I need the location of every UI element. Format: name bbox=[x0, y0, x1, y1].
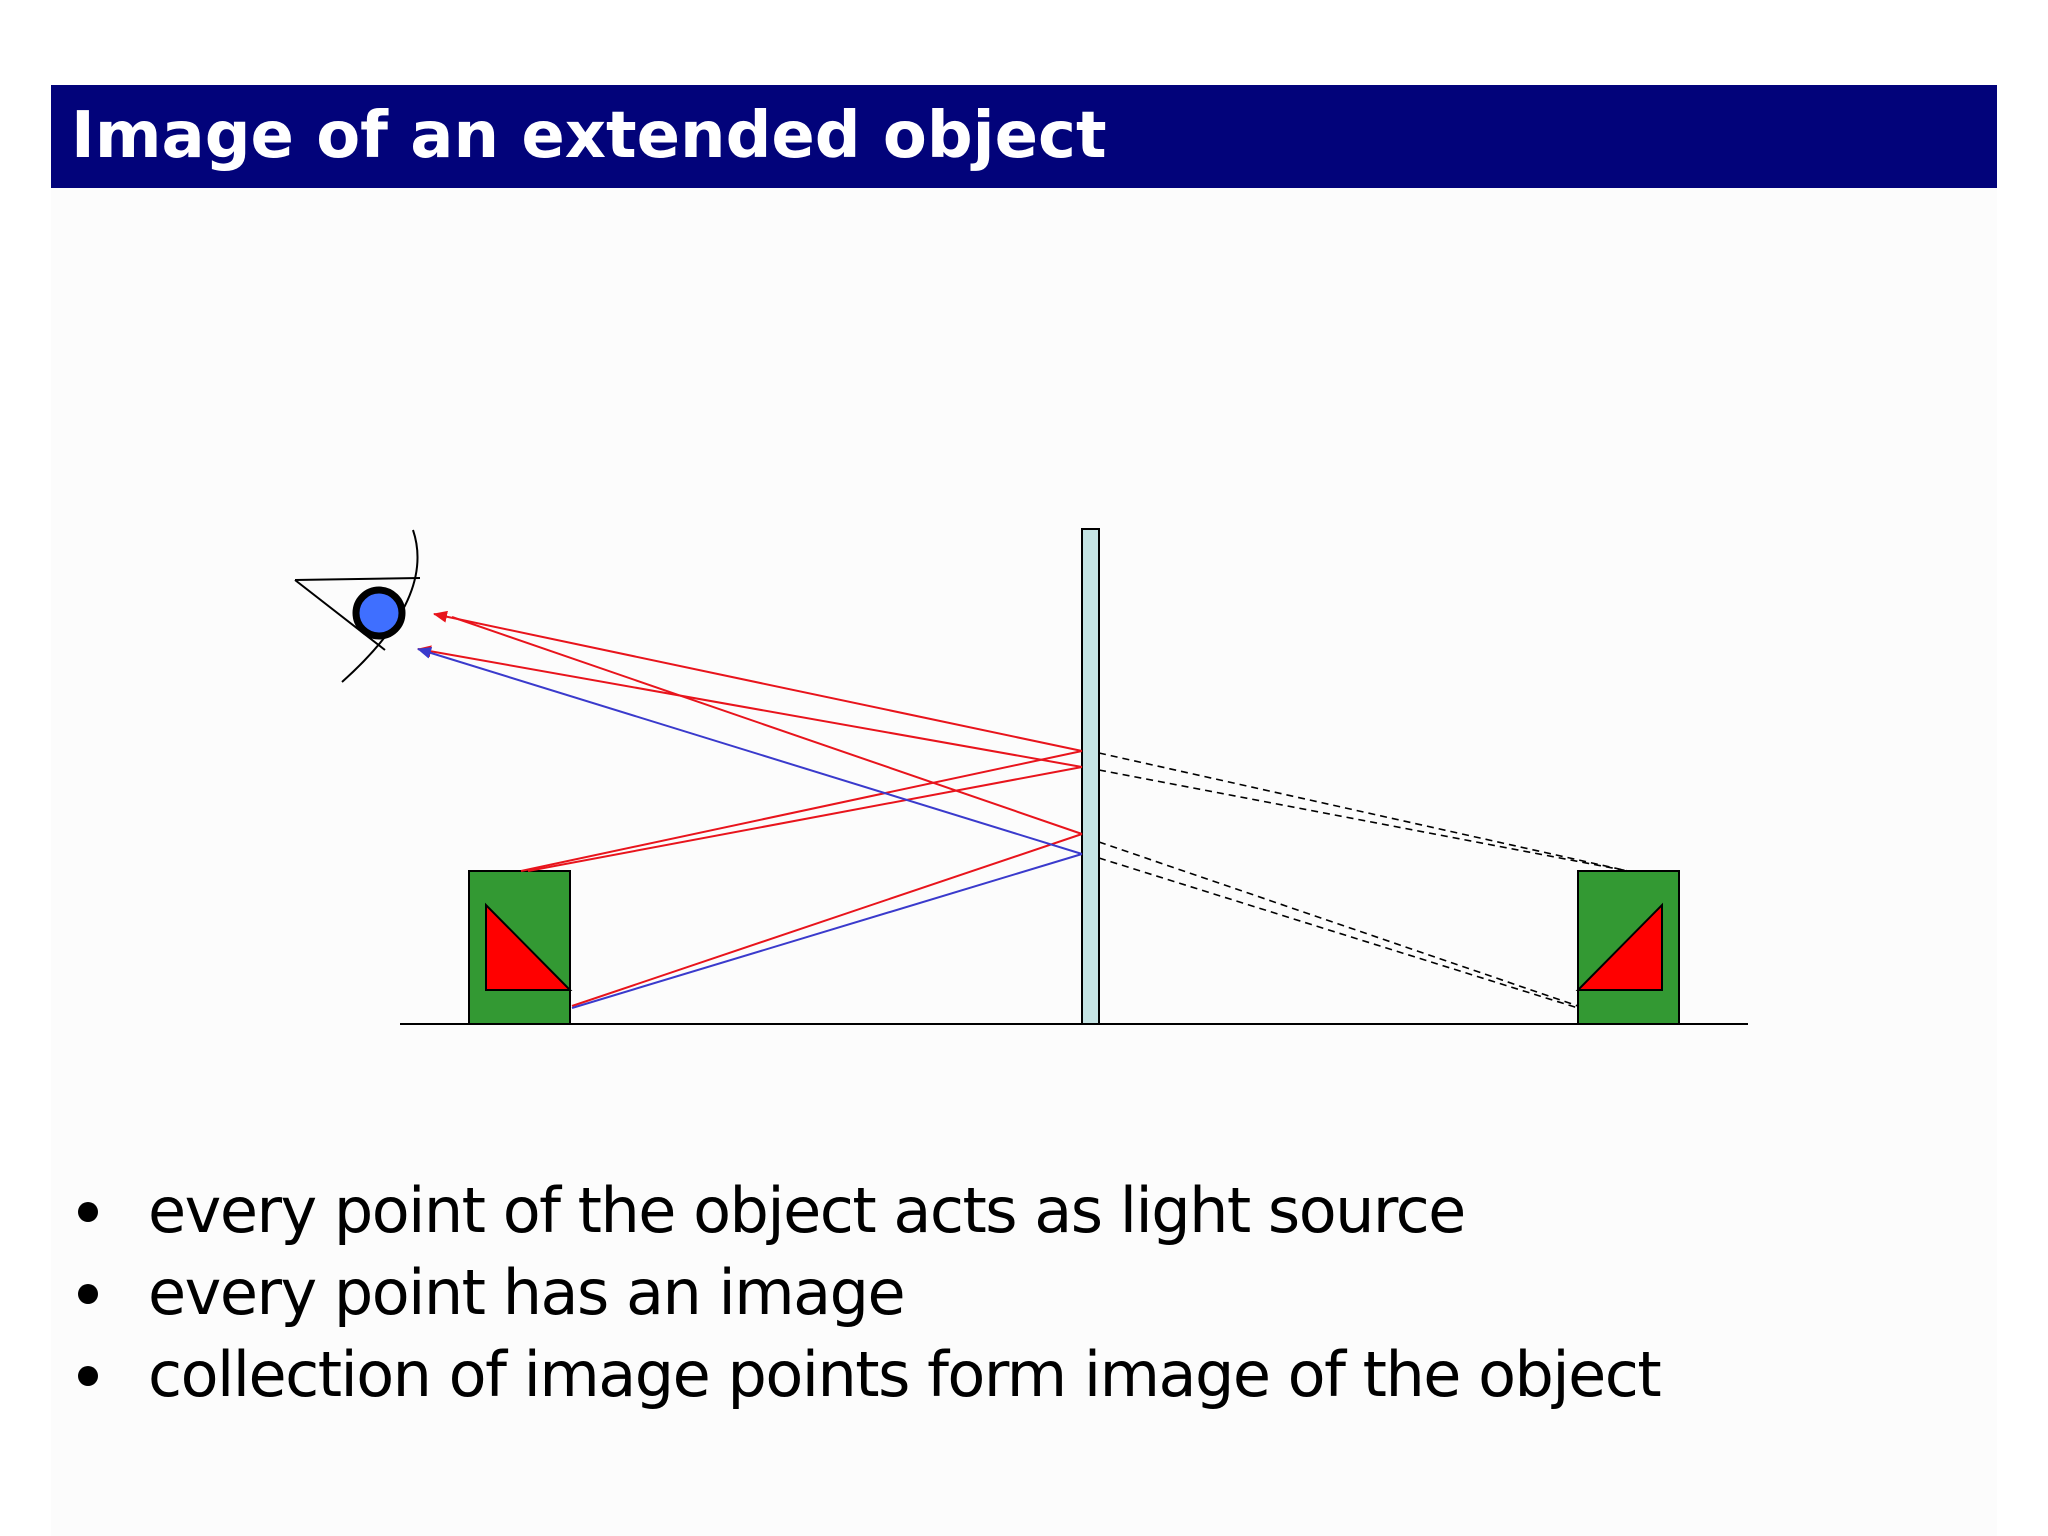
bullet-icon bbox=[78, 1366, 98, 1386]
plane-mirror bbox=[1081, 528, 1100, 1025]
virtual-image-block bbox=[1575, 870, 1680, 1025]
reflected-ray bbox=[417, 645, 1083, 768]
virtual-ray bbox=[1098, 752, 1629, 872]
virtual-ray bbox=[1098, 841, 1579, 1007]
incident-ray bbox=[520, 750, 1083, 872]
bullet-item: collection of image points form image of… bbox=[70, 1334, 1662, 1416]
bullet-list: every point of the object acts as light … bbox=[70, 1170, 1662, 1416]
virtual-ray bbox=[1098, 769, 1629, 872]
incident-ray bbox=[571, 833, 1083, 1007]
reflected-ray bbox=[433, 610, 1083, 752]
incident-rays bbox=[520, 750, 1083, 1009]
bullet-item: every point has an image bbox=[70, 1252, 1660, 1334]
bullet-icon bbox=[78, 1202, 98, 1222]
reflected-rays bbox=[417, 610, 1083, 855]
incident-ray bbox=[571, 853, 1083, 1009]
virtual-ray bbox=[1098, 857, 1579, 1009]
title-bar: Image of an extended object bbox=[51, 85, 1997, 188]
reflected-ray bbox=[451, 616, 1083, 835]
object-block bbox=[468, 870, 573, 1025]
bullet-text: collection of image points form image of… bbox=[148, 1338, 1662, 1411]
eye-icon bbox=[294, 529, 421, 683]
reflected-ray bbox=[417, 647, 1083, 855]
incident-ray bbox=[527, 766, 1083, 872]
content-panel bbox=[51, 188, 1997, 1536]
bullet-text: every point has an image bbox=[148, 1256, 906, 1329]
bullet-icon bbox=[78, 1284, 98, 1304]
virtual-rays bbox=[1098, 752, 1629, 1009]
bullet-text: every point of the object acts as light … bbox=[148, 1174, 1466, 1247]
slide-title: Image of an extended object bbox=[71, 99, 1107, 173]
bullet-item: every point of the object acts as light … bbox=[70, 1170, 1660, 1252]
